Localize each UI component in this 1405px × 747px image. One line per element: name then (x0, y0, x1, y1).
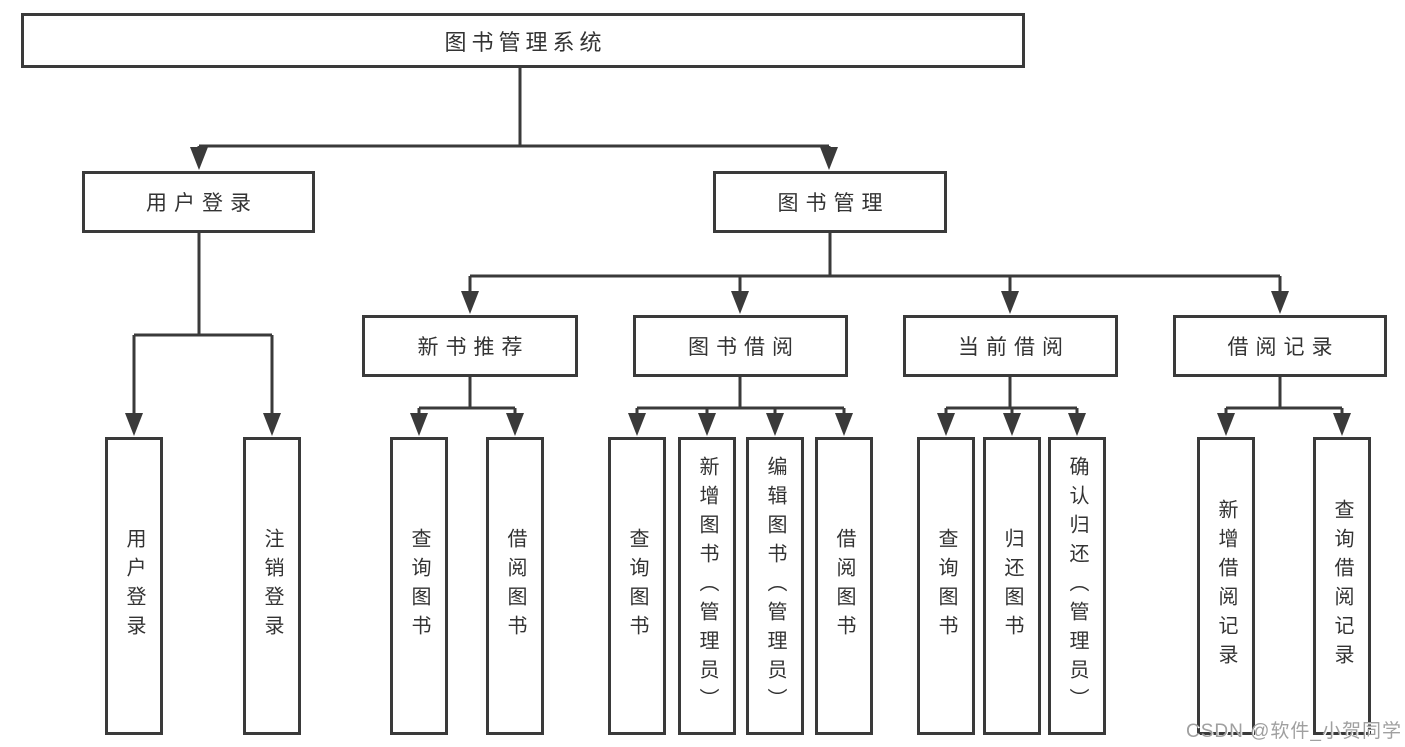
node-label: 图书管理系统 (444, 29, 607, 55)
leaf-label: 归还图书 (1001, 528, 1023, 644)
node-label: 图书借阅 (688, 336, 800, 359)
leaf-logout: 注销登录 (243, 437, 301, 735)
node-borrowing-records: 借阅记录 (1173, 315, 1387, 377)
leaf-recommend-borrow-books: 借阅图书 (486, 437, 544, 735)
csdn-watermark: CSDN @软件_小贺同学 (1186, 721, 1402, 742)
leaf-label: 新增借阅记录 (1215, 499, 1237, 673)
leaf-label: 查询借阅记录 (1331, 499, 1353, 673)
leaf-borrowing-edit-books-admin: 编辑图书（管理员） (746, 437, 804, 735)
leaf-label: 借阅图书 (833, 528, 855, 644)
leaf-borrowing-query-books: 查询图书 (608, 437, 666, 735)
node-new-book-recommendation: 新书推荐 (362, 315, 578, 377)
leaf-user-login: 用户登录 (105, 437, 163, 735)
leaf-label: 新增图书（管理员） (696, 455, 718, 717)
leaf-current-confirm-return-admin: 确认归还（管理员） (1048, 437, 1106, 735)
node-label: 当前借阅 (958, 336, 1070, 359)
leaf-records-query-record: 查询借阅记录 (1313, 437, 1371, 735)
leaf-records-add-record: 新增借阅记录 (1197, 437, 1255, 735)
node-user-login: 用户登录 (82, 171, 315, 233)
leaf-label: 注销登录 (261, 528, 283, 644)
leaf-label: 查询图书 (408, 528, 430, 644)
node-book-management: 图书管理 (713, 171, 947, 233)
leaf-borrowing-add-books-admin: 新增图书（管理员） (678, 437, 736, 735)
node-label: 新书推荐 (417, 336, 530, 359)
leaf-label: 查询图书 (935, 528, 957, 644)
arrowheads (125, 147, 1351, 436)
leaf-label: 用户登录 (123, 528, 145, 644)
leaf-recommend-query-books: 查询图书 (390, 437, 448, 735)
leaf-label: 确认归还（管理员） (1066, 455, 1088, 717)
node-label: 借阅记录 (1227, 336, 1340, 359)
leaf-borrowing-borrow-books: 借阅图书 (815, 437, 873, 735)
node-current-borrowing: 当前借阅 (903, 315, 1118, 377)
leaf-current-query-books: 查询图书 (917, 437, 975, 735)
leaf-label: 查询图书 (626, 528, 648, 644)
node-label: 用户登录 (146, 192, 258, 215)
node-book-borrowing: 图书借阅 (633, 315, 848, 377)
leaf-label: 借阅图书 (504, 528, 526, 644)
leaf-label: 编辑图书（管理员） (764, 455, 786, 717)
leaf-current-return-books: 归还图书 (983, 437, 1041, 735)
node-library-management-system: 图书管理系统 (21, 13, 1025, 68)
node-label: 图书管理 (777, 192, 890, 215)
